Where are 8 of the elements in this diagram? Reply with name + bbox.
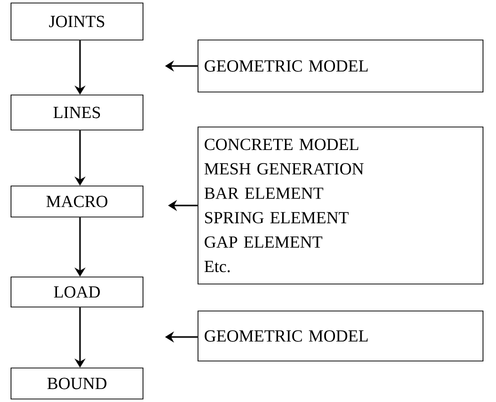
process-box: GEOMETRIC MODEL	[198, 310, 484, 362]
process-box: GEOMETRIC MODEL	[198, 40, 484, 92]
process-box: LINES	[10, 94, 144, 130]
process-box: MACRO	[10, 186, 144, 218]
process-box: JOINTS	[10, 2, 144, 40]
list-box: CONCRETE MODEL MESH GENERATION BAR ELEMENT SPRING ELEMENT GAP ELEMENT Etc.	[198, 126, 484, 284]
process-box: BOUND	[10, 368, 144, 400]
process-box: LOAD	[10, 276, 144, 308]
